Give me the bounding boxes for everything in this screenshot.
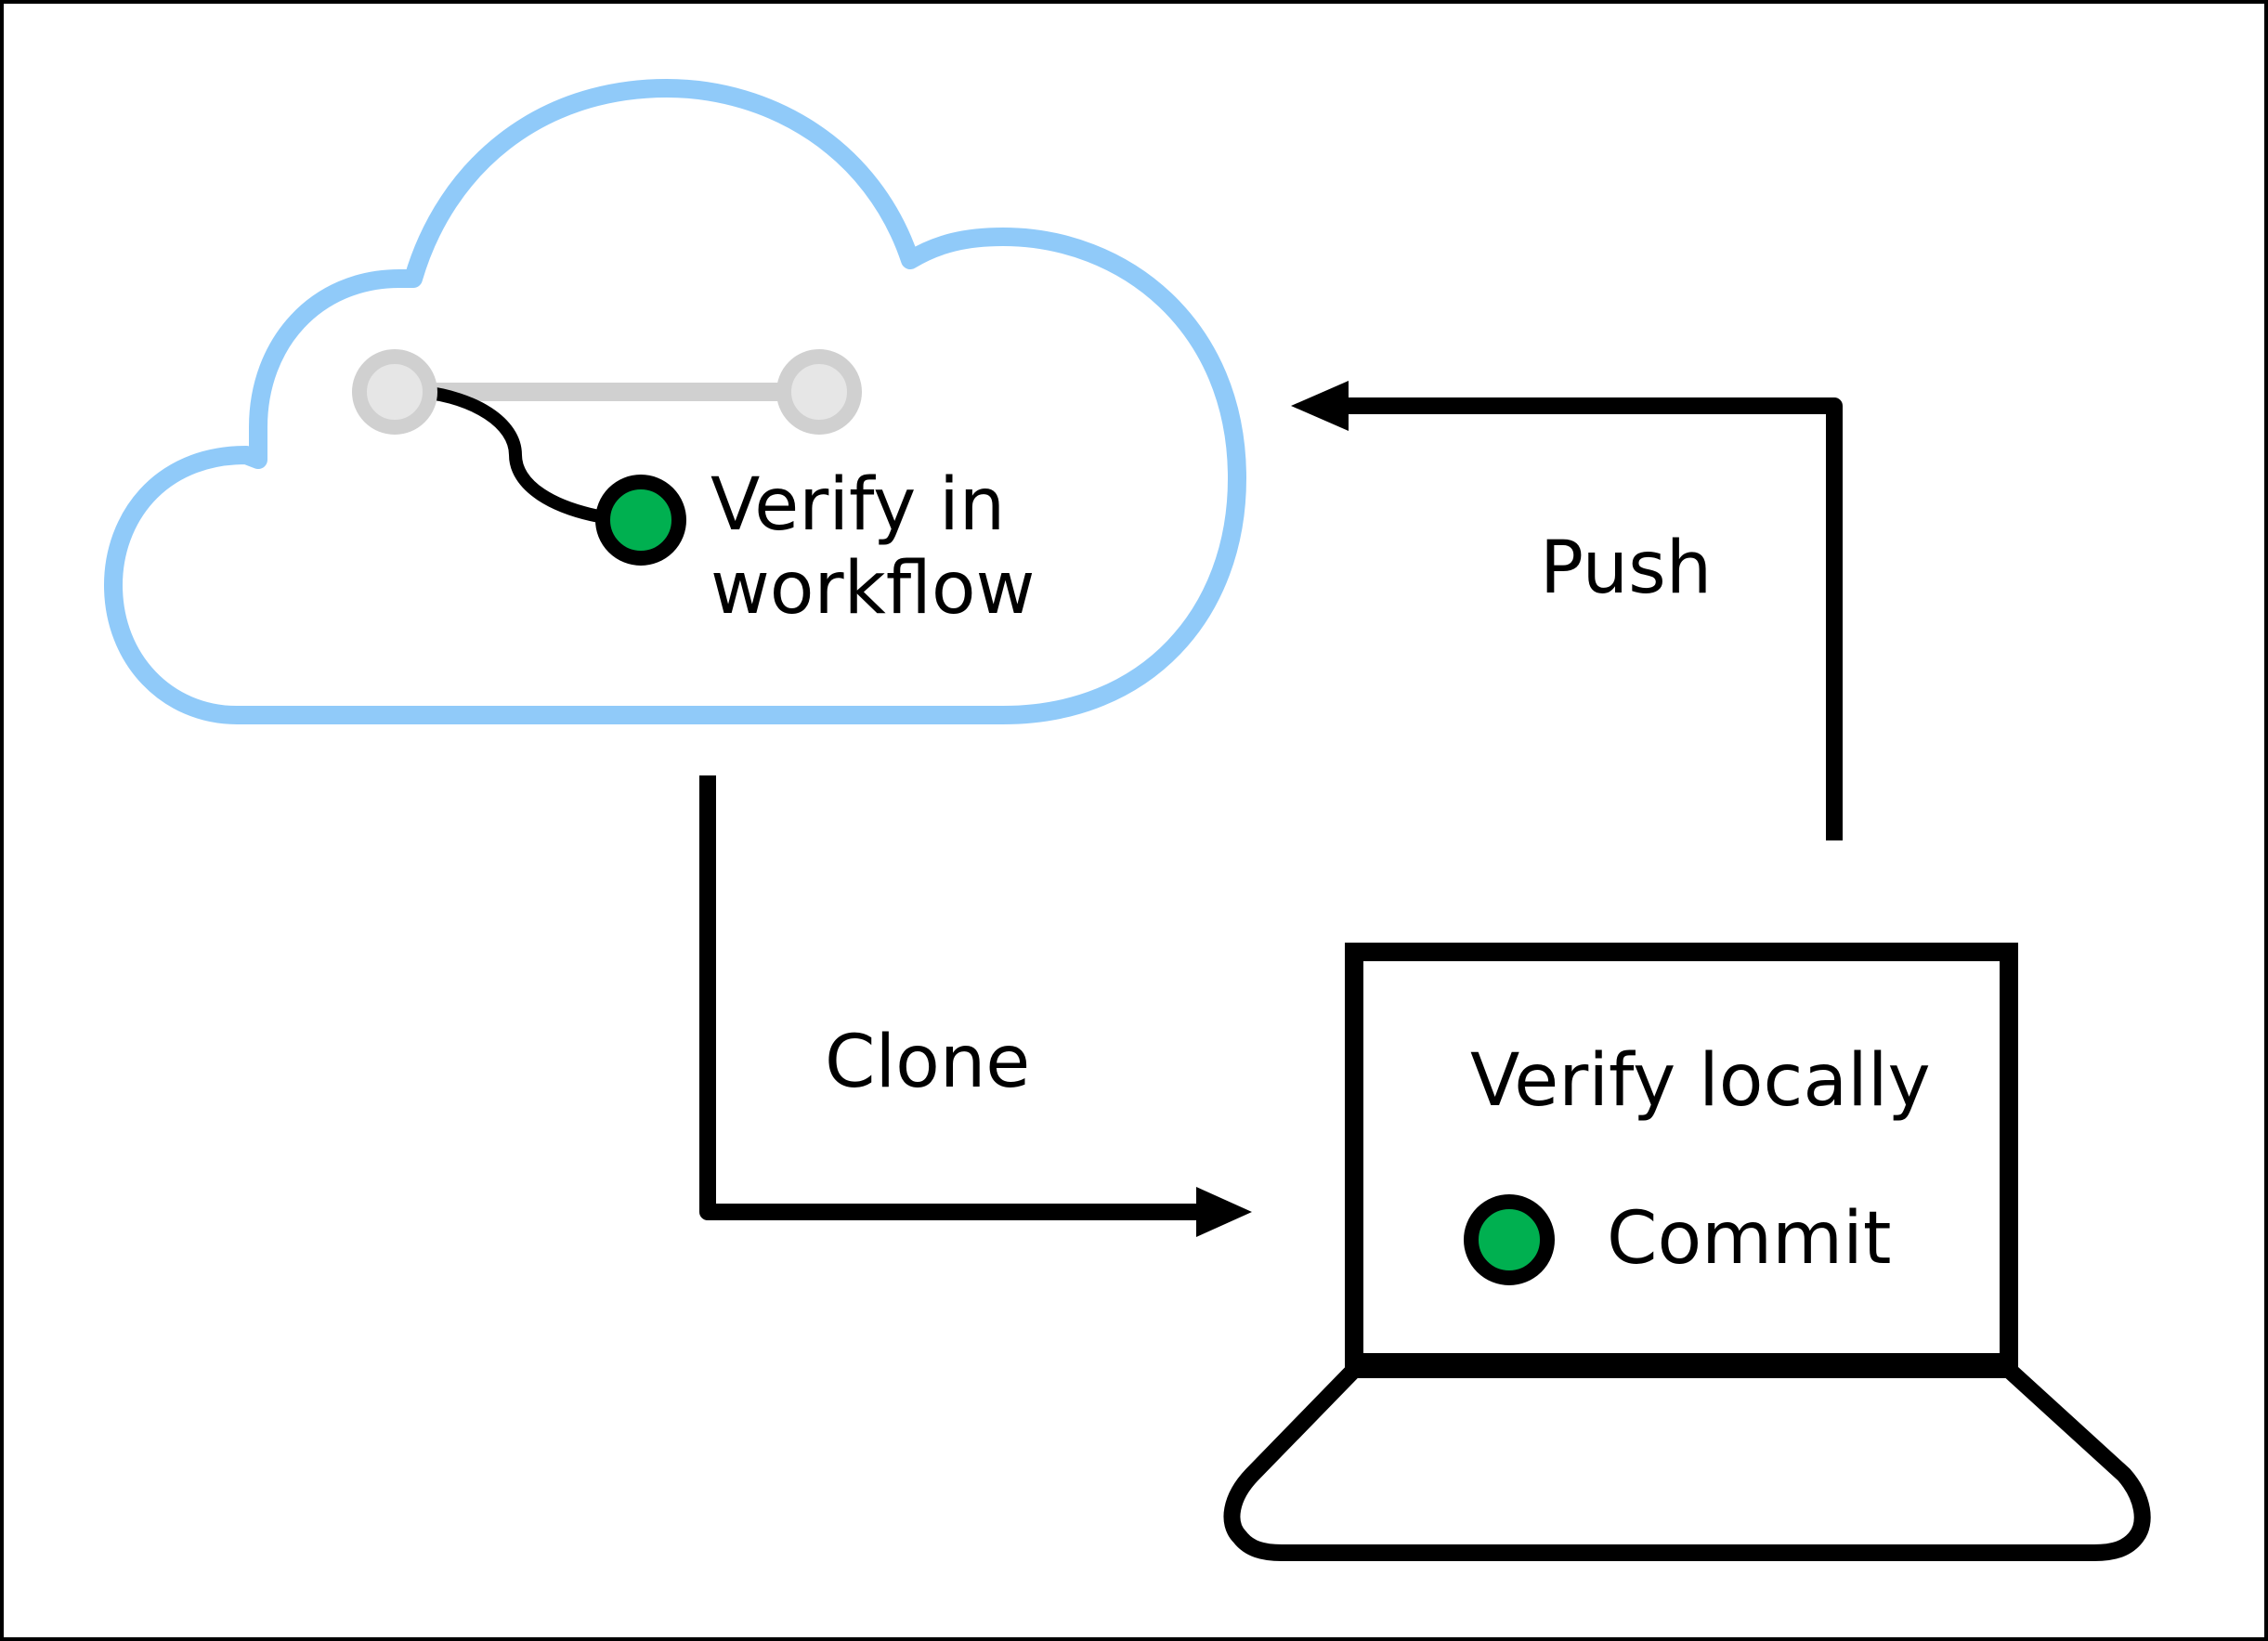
commit-dot-icon [595,475,686,566]
arrow-icon [1196,1187,1252,1237]
cloud-outline [104,79,1246,724]
laptop-icon [1223,943,2151,1561]
laptop-base [1223,1361,2151,1561]
branch-node-icon [776,349,862,435]
cloud-label-line-1: Verify in [710,463,1005,547]
feature-branch-curve [416,385,629,527]
arrow-icon [1291,381,1349,431]
clone-label: Clone [825,1021,1030,1104]
push-label: Push [1540,527,1712,610]
clone-arrow-line [699,775,1198,1220]
laptop-label: Verify locally [1470,1039,1931,1123]
cloud-icon [104,79,1246,724]
push-arrow-line [1337,397,1843,840]
laptop-screen [1345,943,2018,1372]
branch-graph [352,349,862,566]
clone-arrow [699,775,1252,1237]
branch-node-icon [352,349,437,435]
cloud-label-line-2: workflow [710,547,1035,631]
commit-label: Commit [1607,1197,1891,1281]
commit-dot-icon [1464,1194,1555,1285]
push-arrow [1291,381,1843,840]
